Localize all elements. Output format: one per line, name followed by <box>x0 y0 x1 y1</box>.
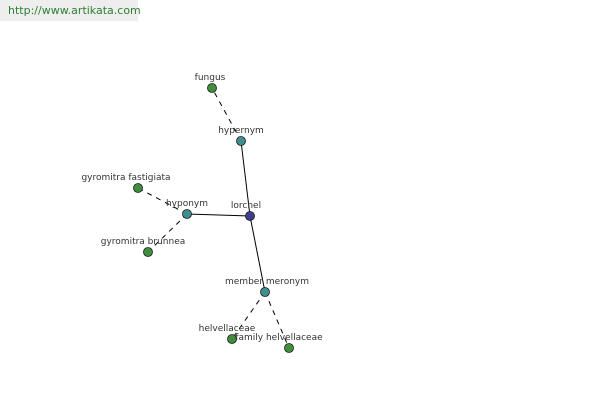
edge-lorchel-to-member_meronym <box>249 215 266 293</box>
node-label-gyromitra_fastigiata: gyromitra fastigiata <box>81 173 170 183</box>
node-label-lorchel: lorchel <box>231 201 261 211</box>
graph-edges <box>137 87 290 349</box>
node-dot-gyromitra_fastigiata[interactable] <box>133 183 143 193</box>
node-gyromitra_fastigiata[interactable]: gyromitra fastigiata <box>81 173 171 193</box>
node-lorchel[interactable]: lorchel <box>231 201 261 221</box>
edge-member_meronym-to-family_helvellaceae <box>264 291 290 349</box>
node-label-hypernym: hypernym <box>218 126 264 136</box>
node-dot-lorchel[interactable] <box>245 211 255 221</box>
node-dot-helvellaceae[interactable] <box>227 334 237 344</box>
node-dot-family_helvellaceae[interactable] <box>284 343 294 353</box>
node-label-member_meronym: member meronym <box>225 277 309 287</box>
node-family_helvellaceae[interactable]: family helvellaceae <box>235 333 323 353</box>
node-dot-hypernym[interactable] <box>236 136 246 146</box>
node-dot-gyromitra_brunnea[interactable] <box>143 247 153 257</box>
node-label-family_helvellaceae: family helvellaceae <box>235 333 323 343</box>
node-dot-member_meronym[interactable] <box>260 287 270 297</box>
url-banner: http://www.artikata.com <box>0 0 141 21</box>
node-label-helvellaceae: helvellaceae <box>199 324 256 334</box>
node-dot-fungus[interactable] <box>207 83 217 93</box>
node-label-hyponym: hyponym <box>166 199 208 209</box>
node-hyponym[interactable]: hyponym <box>166 199 208 219</box>
edge-lorchel-to-hyponym <box>186 213 251 217</box>
graph-nodes: lorchel hypernym hyponym member meronym fung… <box>81 73 323 353</box>
edge-hypernym-to-fungus <box>211 87 242 142</box>
edge-lorchel-to-hypernym <box>240 140 251 217</box>
node-hypernym[interactable]: hypernym <box>218 126 264 146</box>
node-member_meronym[interactable]: member meronym <box>225 277 309 297</box>
node-helvellaceae[interactable]: helvellaceae <box>199 324 256 344</box>
node-label-gyromitra_brunnea: gyromitra brunnea <box>101 237 186 247</box>
node-fungus[interactable]: fungus <box>195 73 226 93</box>
node-dot-hyponym[interactable] <box>182 209 192 219</box>
node-label-fungus: fungus <box>195 73 226 83</box>
site-url-link[interactable]: http://www.artikata.com <box>8 4 141 17</box>
node-gyromitra_brunnea[interactable]: gyromitra brunnea <box>101 237 186 257</box>
